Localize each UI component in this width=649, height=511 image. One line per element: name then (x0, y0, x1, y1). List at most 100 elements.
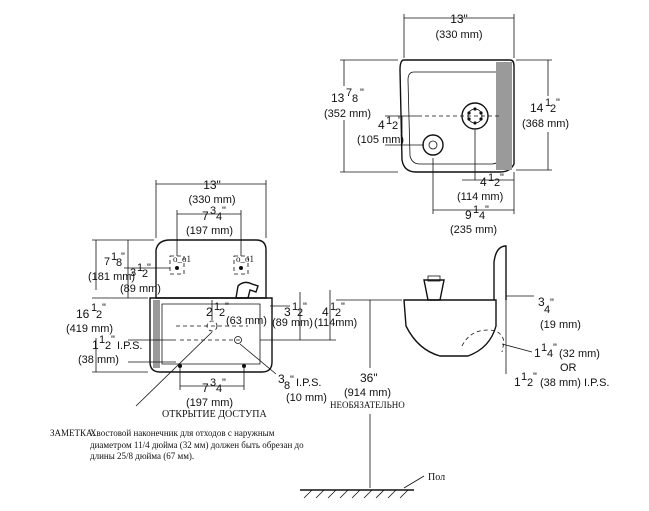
top-bottom1-frac: 1 (488, 172, 494, 184)
front-bot-frac: 3 (210, 377, 216, 389)
top-bottom1-mm: (114 mm) (457, 191, 503, 203)
front-view: o_o1 o_o1 13" (330 mm) 7 3 4 " (197 mm) (66, 178, 357, 420)
front-total-mm: (419 mm) (66, 323, 113, 335)
top-offset-den: 2 (392, 120, 398, 132)
top-basin-outline (399, 59, 515, 173)
top-bottom1-den: 2 (494, 177, 500, 189)
side-optional: НЕОБЯЗАТЕЛЬНО (330, 400, 405, 410)
front-inner-mm: (197 mm) (186, 225, 233, 237)
slot-mark: o_o1 (236, 254, 254, 264)
top-height-mm: (352 mm) (324, 108, 371, 120)
top-offset-frac: 1 (386, 115, 392, 127)
top-depth-frac: 1 (545, 97, 551, 109)
front-c1-frac: 1 (214, 301, 220, 313)
inch-mark: " (485, 204, 489, 216)
front-side-shade (153, 300, 160, 368)
front-c2-den: 2 (297, 307, 303, 319)
inch-mark: " (102, 302, 106, 314)
drain-hole (479, 111, 483, 115)
inch-mark: " (147, 262, 151, 274)
leader-line (135, 331, 213, 407)
inch-mark: " (360, 87, 364, 99)
side-height-label: 36" (360, 371, 378, 385)
front-h1-in: 7 (104, 256, 110, 268)
side-wall-mm: (19 mm) (540, 319, 581, 331)
side-view: 3 4 " (19 mm) 1 1 4 " (32 mm) OR 1 1 2 "… (300, 245, 609, 499)
slot-mark: o_o1 (173, 254, 191, 264)
inch-mark: " (398, 115, 402, 127)
front-c2-mm: (89 mm) (272, 317, 313, 329)
front-bubbler (235, 281, 259, 299)
side-height-mm: (914 mm) (344, 387, 391, 399)
front-ips-text: I.P.S. (117, 340, 142, 352)
front-backsplash (155, 239, 267, 299)
top-bottom2-den: 4 (479, 210, 485, 222)
side-bubbler (423, 279, 445, 301)
side-bubbler-top (427, 275, 441, 282)
front-bot-in: 7 (202, 381, 209, 395)
installation-note: ЗАМЕТКА: Хвостовой наконечник для отходо… (50, 428, 310, 463)
front-c1-mm: (63 mm) (226, 315, 267, 327)
inch-mark: " (303, 301, 307, 313)
top-depth-in: 14 (530, 101, 544, 115)
front-total-in: 16 (76, 307, 90, 321)
front-h2-in: 3 (130, 267, 136, 279)
front-ips-den: 2 (105, 340, 111, 352)
front-width-mm: (330 mm) (188, 194, 235, 206)
front-supply-mm: (10 mm) (286, 392, 327, 404)
top-bottom2-in: 9 (465, 208, 472, 222)
side-waste-frac: 1 (541, 342, 547, 354)
note-text: Хвостовой наконечник для отходов с наруж… (90, 428, 304, 461)
inch-mark: " (290, 374, 294, 386)
top-offset-in: 4 (378, 118, 385, 132)
side-trap (461, 329, 505, 353)
leader-line (501, 343, 533, 353)
side-waste-mm: (32 mm) (559, 348, 600, 360)
inch-mark: " (553, 342, 557, 354)
top-height-in: 13 (331, 91, 345, 105)
front-h1-frac: 1 (111, 251, 117, 263)
front-c2-frac: 1 (292, 301, 298, 313)
front-ips-frac: 1 (99, 334, 105, 346)
front-inner-frac: 3 (210, 205, 216, 217)
inch-mark: " (533, 371, 537, 383)
top-height-frac: 7 (346, 87, 352, 99)
top-bottom2-mm: (235 mm) (450, 224, 497, 236)
top-bottom1-in: 4 (480, 175, 487, 189)
top-depth-mm: (368 mm) (522, 118, 569, 130)
front-c3-mm: (114mm) (314, 317, 357, 329)
front-h1-den: 8 (116, 257, 122, 269)
front-basin-inner (161, 303, 261, 365)
floor-label: Пол (428, 472, 445, 483)
inch-mark: " (550, 297, 554, 309)
front-h1-mm: (181 mm) (88, 271, 135, 283)
inch-mark: " (121, 251, 125, 263)
slot-bolt (175, 266, 179, 270)
side-waste2-in: 1 (514, 375, 521, 389)
bubbler-inner (428, 140, 438, 150)
slot-bolt (239, 266, 243, 270)
front-inner-in: 7 (202, 209, 209, 223)
floor-hatch (303, 489, 409, 499)
front-supply-den: 8 (284, 380, 290, 392)
note-label: ЗАМЕТКА: (50, 428, 96, 438)
inch-mark: " (222, 205, 226, 217)
drain-hole (467, 111, 471, 115)
front-c3-den: 2 (335, 307, 341, 319)
inch-mark: " (222, 377, 226, 389)
front-bot-den: 4 (216, 383, 222, 395)
side-waste-in: 1 (534, 346, 541, 360)
front-total-frac: 1 (91, 302, 97, 314)
top-width-label: 13" (450, 12, 468, 26)
top-bottom2-frac: 1 (473, 204, 479, 216)
side-waste2-mm: (38 mm) I.P.S. (540, 377, 609, 389)
side-or: OR (560, 362, 577, 374)
side-wall-den: 4 (544, 304, 550, 316)
access-screw (178, 364, 182, 368)
side-backsplash (493, 245, 507, 300)
front-supply-frac: 3 (278, 372, 285, 386)
front-h2-frac: 1 (137, 262, 143, 274)
leader-line (403, 475, 425, 489)
top-depth-den: 2 (550, 103, 556, 115)
